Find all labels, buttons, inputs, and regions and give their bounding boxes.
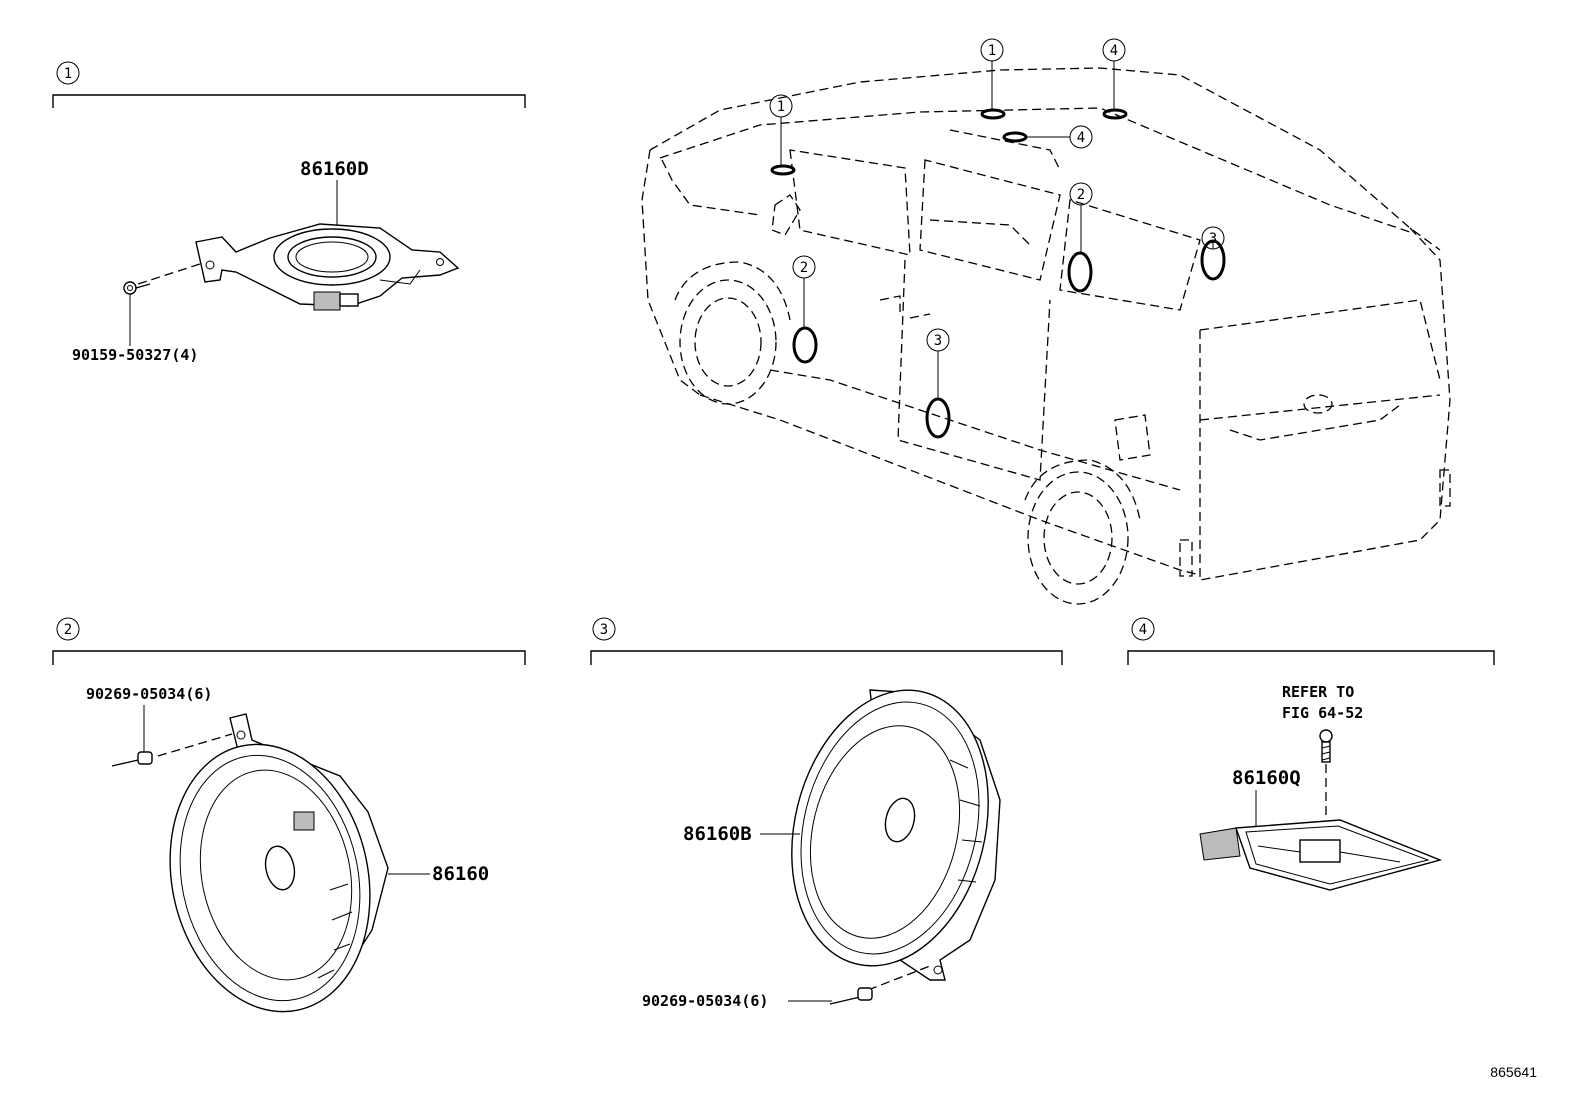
vehicle-callout-3b-text: 3: [1209, 231, 1217, 247]
vehicle-callout-2a-text: 2: [800, 260, 808, 276]
vehicle-callout-2b[interactable]: 2: [1069, 182, 1093, 252]
section-2-callout[interactable]: 2: [56, 617, 80, 641]
part-label-86160D[interactable]: 86160D: [300, 158, 369, 180]
vehicle-callout-4b[interactable]: 4: [1102, 38, 1126, 109]
speaker-86160Q-icon[interactable]: [1199, 819, 1443, 891]
vehicle-callout-3b[interactable]: 3: [1201, 226, 1225, 250]
location-2b-marker[interactable]: [1067, 251, 1093, 293]
location-4a-marker[interactable]: [1002, 131, 1028, 143]
section-3-number: 3: [600, 622, 608, 638]
section-2-number: 2: [64, 622, 72, 638]
vehicle-overview: 1 1 4 4 2: [641, 38, 1451, 605]
figure-id: 865641: [1490, 1064, 1537, 1080]
vehicle-callout-4a[interactable]: 4: [1027, 125, 1093, 149]
speaker-86160-icon[interactable]: [146, 713, 394, 1030]
location-1a-marker[interactable]: [770, 164, 796, 176]
vehicle-callout-3a[interactable]: 3: [926, 328, 950, 398]
vehicle-callout-2a[interactable]: 2: [792, 255, 816, 327]
vehicle-callout-4a-text: 4: [1077, 130, 1085, 146]
part-label-90269-05034-b[interactable]: 90269-05034(6): [642, 992, 768, 1010]
part-label-86160[interactable]: 86160: [432, 863, 489, 885]
section-4-bracket: [1127, 650, 1495, 665]
vehicle-callout-1b[interactable]: 1: [980, 38, 1004, 109]
minivan-outline-icon: [641, 67, 1451, 605]
vehicle-callout-4b-text: 4: [1110, 43, 1118, 59]
tweeter-speaker-icon[interactable]: [195, 223, 460, 311]
vehicle-callout-1a-text: 1: [777, 99, 785, 115]
vehicle-callout-3a-text: 3: [934, 333, 942, 349]
part-label-86160Q[interactable]: 86160Q: [1232, 767, 1301, 789]
refer-to-line2[interactable]: FIG 64-52: [1282, 704, 1363, 722]
screw-refer-icon[interactable]: [1319, 729, 1333, 763]
section-4: 4 REFER TO FIG 64-52 86160Q: [1127, 617, 1495, 891]
vehicle-callout-2b-text: 2: [1077, 187, 1085, 203]
section-3-bracket: [590, 650, 1063, 665]
location-2a-marker[interactable]: [792, 326, 818, 364]
screw-90159-50327-icon[interactable]: [123, 281, 151, 295]
location-3a-marker[interactable]: [925, 397, 951, 439]
section-1-callout[interactable]: 1: [56, 61, 80, 85]
screw-3-alignment: [867, 965, 931, 991]
section-3-callout[interactable]: 3: [592, 617, 616, 641]
section-1-bracket: [52, 94, 526, 108]
location-4b-marker[interactable]: [1102, 108, 1128, 120]
vehicle-callouts: 1 1 4 4 2: [769, 38, 1225, 398]
section-4-number: 4: [1139, 622, 1147, 638]
speaker-locations: [770, 108, 1226, 439]
section-1: 1 86160D 90159-50327(4): [52, 61, 526, 364]
part-label-86160B[interactable]: 86160B: [683, 823, 752, 845]
screw-2-alignment: [157, 733, 233, 757]
screw-90269-05034-b-icon[interactable]: [829, 987, 873, 1005]
part-label-90159-50327[interactable]: 90159-50327(4): [72, 346, 198, 364]
section-2-bracket: [52, 650, 526, 665]
section-4-callout[interactable]: 4: [1131, 617, 1155, 641]
refer-to-line1: REFER TO: [1282, 683, 1354, 701]
section-1-number: 1: [64, 66, 72, 82]
screw-1-alignment: [137, 263, 201, 285]
vehicle-callout-1b-text: 1: [988, 43, 996, 59]
vehicle-callout-1a[interactable]: 1: [769, 94, 793, 165]
section-2: 2 90269-05034(6) 86160: [52, 617, 526, 1030]
screw-90269-05034-a-icon[interactable]: [111, 751, 153, 767]
section-3: 3 86160B 90269-05034(6): [590, 617, 1063, 1010]
part-label-90269-05034-a[interactable]: 90269-05034(6): [86, 685, 212, 703]
location-1b-marker[interactable]: [980, 108, 1006, 120]
speaker-86160B-icon[interactable]: [764, 669, 1016, 987]
